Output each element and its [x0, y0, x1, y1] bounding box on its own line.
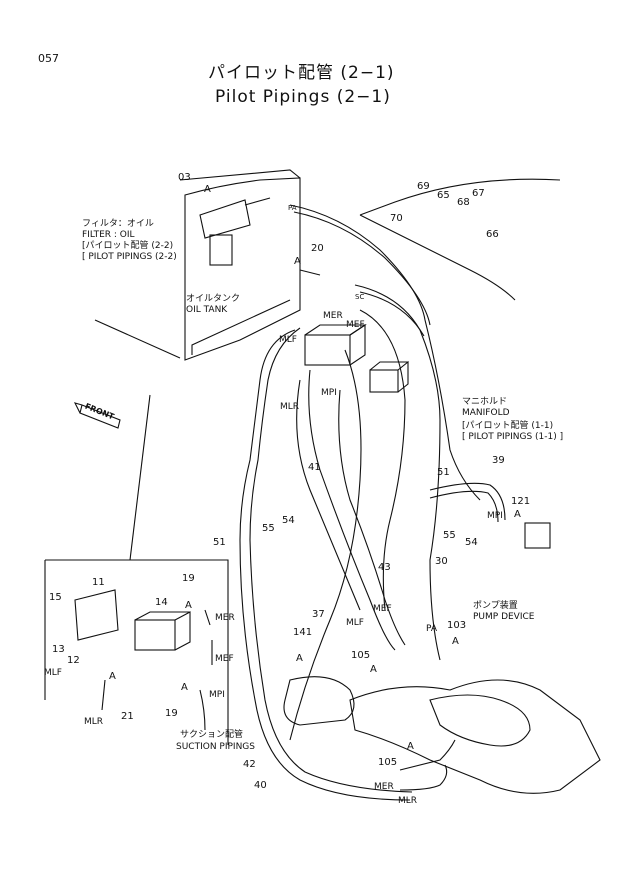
callout-41: 41: [308, 462, 321, 473]
callout-42: 42: [243, 759, 256, 770]
inset-callout-a: A: [109, 671, 116, 682]
inset-callout-12: 12: [67, 655, 80, 666]
port-label-mpi-right: MPI: [487, 511, 503, 521]
callout-67: 67: [472, 188, 485, 199]
page-title-en: Pilot Pipings (2−1): [215, 87, 391, 107]
manifold-label-en: MANIFOLD: [462, 408, 510, 418]
valve-block: [369, 369, 399, 393]
port-label-mlr: MLR: [280, 402, 300, 412]
detail-frame-upper: [359, 178, 561, 301]
pilot-pipings-1-1-label-jp: [パイロット配管 (1-1): [462, 421, 554, 431]
inset-port-mer: MER: [215, 613, 235, 623]
hose-pa: [289, 204, 481, 501]
inset-callout-14: 14: [155, 597, 168, 608]
port-label-sc: SC: [355, 293, 365, 301]
oil-tank-outline: [184, 177, 301, 361]
pump-device-label-jp: ポンプ装置: [473, 601, 518, 611]
oil-tank-label-en: OIL TANK: [186, 305, 228, 315]
port-label-mlr-bottom: MLR: [398, 796, 418, 806]
callout-69: 69: [417, 181, 430, 192]
callout-65: 65: [437, 190, 450, 201]
port-label-mer: MER: [323, 311, 343, 321]
callout-a: A: [294, 256, 301, 267]
filter-label-jp: フィルタ：オイル: [82, 219, 154, 229]
port-label-mer-bottom: MER: [374, 782, 394, 792]
callout-30: 30: [435, 556, 448, 567]
port-label-mef-mid: MEF: [373, 604, 392, 614]
inset-callout-19: 19: [182, 573, 195, 584]
hose-39: [429, 482, 506, 521]
inset-port-mlf: MLF: [44, 668, 62, 678]
port-label-mlf: MLF: [279, 335, 297, 345]
inset-callout-19-bottom: 19: [165, 708, 178, 719]
inset-callout-a: A: [185, 600, 192, 611]
callout-105: 105: [351, 650, 371, 661]
suction-pipings-label-jp: サクション配管: [180, 730, 244, 740]
callout-a: A: [204, 184, 211, 195]
inset-callout-13: 13: [52, 644, 65, 655]
pilot-pipings-2-2-label-jp: [パイロット配管 (2-2): [82, 241, 174, 251]
port-label-pa: PA: [288, 204, 297, 212]
inset-frame: [44, 559, 229, 745]
callout-103: 103: [447, 620, 467, 631]
callout-a: A: [370, 664, 377, 675]
suction-pipings-label-en: SUCTION PIPINGS: [176, 742, 255, 752]
callout-141: 141: [293, 627, 313, 638]
inset-block-14: [134, 619, 176, 651]
callout-39: 39: [492, 455, 505, 466]
pump-device-label-en: PUMP DEVICE: [473, 612, 535, 622]
inset-callout-21: 21: [121, 711, 134, 722]
oil-filter-body: [209, 234, 233, 266]
manifold-label-jp: マニホルド: [462, 397, 508, 407]
callout-54: 54: [282, 515, 295, 526]
inset-callout-11: 11: [92, 577, 105, 588]
pilot-manifold-right: [524, 522, 551, 549]
hose-sc: [354, 284, 441, 661]
callout-121: 121: [511, 496, 531, 507]
hose-41: [239, 329, 411, 801]
callout-55-right: 55: [443, 530, 456, 541]
callout-105-bottom: 105: [378, 757, 398, 768]
pump-device-outline: [349, 679, 601, 794]
manifold-block: [304, 334, 351, 366]
callout-a: A: [407, 741, 414, 752]
callout-40: 40: [254, 780, 267, 791]
pilot-pipings-2-2-label-en: [ PILOT PIPINGS (2-2): [82, 252, 177, 262]
port-label-pa-mid: PA: [426, 624, 438, 634]
callout-51: 51: [213, 537, 226, 548]
page-title-jp: パイロット配管 (2−1): [208, 63, 395, 83]
callout-a: A: [452, 636, 459, 647]
port-label-mpi: MPI: [321, 388, 337, 398]
front-arrow: [73, 402, 121, 429]
callout-43: 43: [378, 562, 391, 573]
oil-tank-label-jp: オイルタンク: [186, 294, 241, 304]
callout-68: 68: [457, 197, 470, 208]
callout-54-right: 54: [465, 537, 478, 548]
inset-bracket-11: [74, 589, 119, 641]
inset-port-mlr: MLR: [84, 717, 104, 727]
filter-label-en: FILTER : OIL: [82, 230, 135, 240]
callout-a: A: [514, 509, 521, 520]
callout-51-right: 51: [437, 467, 450, 478]
page-number: 057: [38, 52, 59, 65]
inset-port-mef: MEF: [215, 654, 234, 664]
inset-callout-a: A: [181, 682, 188, 693]
callout-20: 20: [311, 243, 324, 254]
callout-55: 55: [262, 523, 275, 534]
inset-port-mpi: MPI: [209, 690, 225, 700]
hose-42: [289, 349, 362, 741]
port-label-mlf-mid: MLF: [346, 618, 364, 628]
inset-callout-15: 15: [49, 592, 62, 603]
callout-37: 37: [312, 609, 325, 620]
callout-70: 70: [390, 213, 403, 224]
port-label-mef: MEF: [346, 320, 365, 330]
callout-a: A: [296, 653, 303, 664]
callout-66: 66: [486, 229, 499, 240]
callout-03: 03: [178, 172, 191, 183]
pilot-pipings-1-1-label-en: [ PILOT PIPINGS (1-1) ]: [462, 432, 564, 442]
